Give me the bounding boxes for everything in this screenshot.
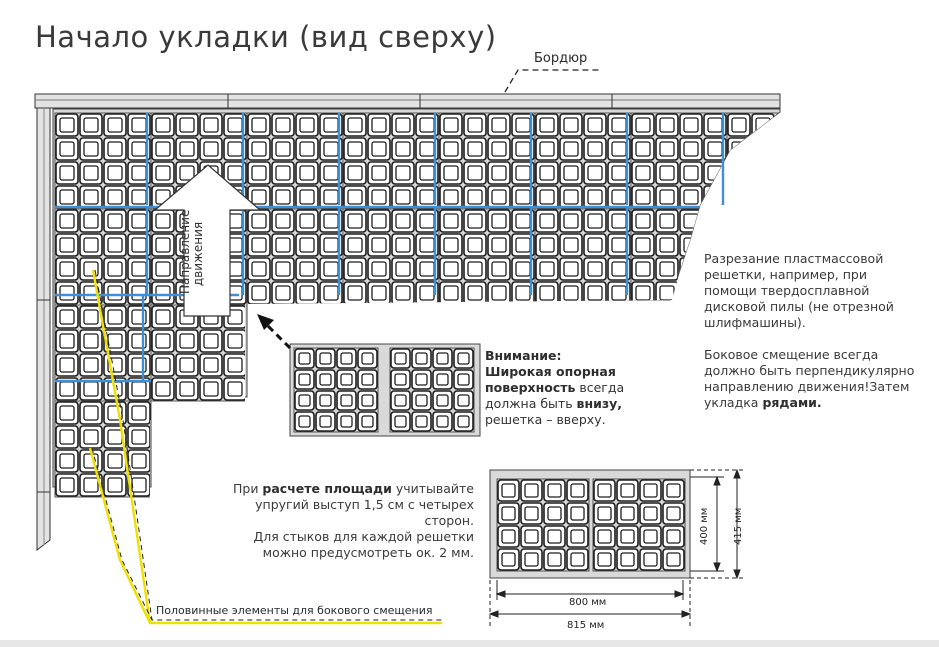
bottom-border (0, 640, 939, 647)
laid-tile (630, 112, 728, 210)
dimension-lines (488, 468, 745, 628)
sample-grid-tile (289, 343, 481, 437)
calc-line1-pre: При (232, 481, 263, 496)
dim-inner-height: 400 мм (699, 507, 710, 545)
attention-line5: решетка – вверху. (485, 412, 606, 427)
attention-line4-bold: внизу, (576, 396, 623, 411)
offset-line4-pre: укладка (704, 395, 763, 410)
half-elements-label: Половинные элементы для бокового смещени… (156, 604, 433, 617)
curb-label: Бордюр (534, 51, 588, 66)
laid-tile (54, 208, 152, 306)
laid-tile (342, 112, 440, 210)
cutting-line4: дисковой пилы (не отрезной (704, 299, 894, 314)
offset-line3: направлению движения!Затем (704, 379, 910, 394)
laid-tile (438, 112, 536, 210)
half-tile (54, 400, 152, 498)
attention-line3-rest: всегда (575, 380, 625, 395)
offset-line2: должно быть перпендикулярно (704, 363, 915, 378)
calc-line4: Для стыков для каждой решетки (253, 529, 474, 544)
curb-leader-line (504, 69, 600, 93)
laid-tile (54, 112, 152, 210)
attention-line3-bold: поверхность (485, 380, 576, 395)
offset-line4-bold: рядами. (762, 395, 822, 410)
attention-note: Внимание: Широкая опорная поверхность вс… (485, 348, 645, 428)
page-title: Начало укладки (вид сверху) (35, 20, 497, 54)
calc-line5: можно предусмотреть ок. 2 мм. (262, 545, 474, 560)
laid-tile (246, 208, 344, 306)
cutting-line2: решетки, например, при (704, 267, 867, 282)
laid-tile (726, 112, 780, 210)
attention-line4-pre: должна быть (485, 396, 577, 411)
calc-paragraph: При расчете площади учитывайте упругий в… (200, 481, 474, 561)
cutting-line3: помощи твердосплавной (704, 283, 870, 298)
offset-paragraph: Боковое смещение всегда должно быть перп… (704, 347, 934, 411)
cutting-note: Разрезание пластмассовой решетки, наприм… (704, 251, 934, 427)
attention-heading: Внимание: (485, 348, 562, 363)
area-calculation-note: При расчете площади учитывайте упругий в… (200, 481, 474, 563)
curb-left (36, 107, 51, 552)
attention-line2: Широкая опорная (485, 364, 616, 379)
dimensioned-grid-tile (489, 469, 691, 579)
cutting-paragraph: Разрезание пластмассовой решетки, наприм… (704, 251, 934, 331)
calc-line3: сторон. (424, 513, 474, 528)
dim-inner-width: 800 мм (569, 597, 607, 608)
laid-tile (438, 208, 536, 306)
sample-half-left (293, 347, 379, 433)
direction-arrow (153, 164, 262, 317)
dim-half-left (496, 478, 590, 572)
sample-half-right (389, 347, 475, 433)
calc-line2: упругий выступ 1,5 см с четырех (255, 497, 474, 512)
direction-label-line2: движения (191, 221, 205, 287)
laid-tile (534, 208, 632, 306)
dim-outer-height: 415 мм (733, 507, 744, 545)
direction-label: Направление движения (178, 210, 205, 294)
half-elements-leader (88, 269, 442, 625)
laid-tile (246, 112, 344, 210)
cutting-line5: шлифмашины). (704, 315, 806, 330)
laid-tile (342, 208, 440, 306)
calc-line1-bold: расчете площади (262, 481, 392, 496)
dim-half-right (592, 478, 686, 572)
dim-outer-width: 815 мм (567, 620, 605, 631)
offset-line1: Боковое смещение всегда (704, 347, 879, 362)
curb (34, 93, 781, 109)
calc-line1-rest: учитывайте (391, 481, 474, 496)
laid-tile (150, 304, 248, 402)
dashed-arrow (257, 314, 292, 350)
laid-tile (534, 112, 632, 210)
cutting-line1: Разрезание пластмассовой (704, 251, 884, 266)
